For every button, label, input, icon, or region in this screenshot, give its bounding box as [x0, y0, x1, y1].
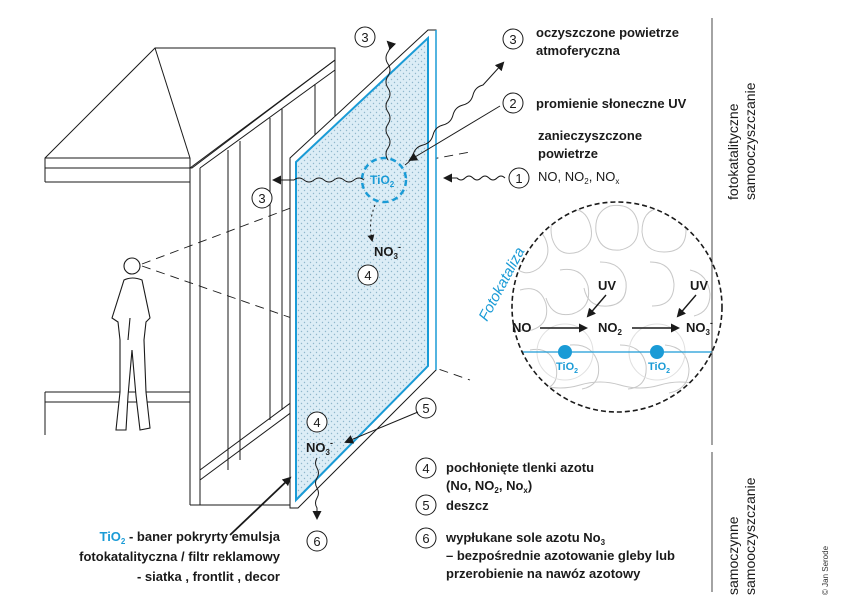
zoom-uv-right: UV [690, 278, 708, 293]
svg-text:5: 5 [422, 401, 429, 416]
callout-3-line1: oczyszczone powietrze [536, 25, 679, 40]
svg-text:4: 4 [313, 415, 320, 430]
banner-caption-line2: fotokatalityczna / filtr reklamowy [79, 549, 281, 564]
svg-text:2: 2 [509, 96, 516, 111]
svg-text:3: 3 [258, 191, 265, 206]
legend-4-line1: pochłonięte tlenki azotu [446, 460, 594, 475]
bottom-legend: pochłonięte tlenki azotu (No, NO2, Nox) … [445, 460, 675, 581]
no3-panel-label: NO3- [374, 242, 401, 261]
banner-caption-line3: - siatka , frontlit , decor [137, 569, 280, 584]
zoom-tio2-right: TiO2 [648, 361, 670, 375]
zoom-no3: NO3- [686, 318, 713, 337]
side-top-line1: fotokatalityczne [725, 103, 741, 200]
person-figure [111, 257, 151, 431]
svg-text:6: 6 [313, 534, 320, 549]
step-marker-labels: 3 3 2 1 3 4 5 4 6 4 5 6 [258, 30, 522, 549]
legend-4-line2: (No, NO2, Nox) [446, 478, 532, 495]
side-labels: fotokatalityczne samooczyszczanie samocz… [711, 18, 830, 595]
step-markers [251, 26, 530, 552]
banner-caption-line1: TiO2 - baner pokryrty emulsja [99, 529, 280, 546]
svg-text:4: 4 [364, 268, 371, 283]
flow-arrows [229, 40, 506, 536]
zoom-no: NO [512, 320, 532, 335]
legend-5: deszcz [446, 498, 489, 513]
callout-1-line2: powietrze [538, 146, 598, 161]
svg-text:1: 1 [515, 171, 522, 186]
svg-text:5: 5 [422, 498, 429, 513]
legend-6-line3: przerobienie na nawóz azotowy [446, 566, 641, 581]
callout-1-formula: NO, NO2, NOx [538, 169, 619, 186]
credit-text: © Jan Serode [821, 545, 830, 595]
svg-text:4: 4 [422, 461, 429, 476]
svg-text:3: 3 [509, 32, 516, 47]
banner-caption: TiO2 - baner pokryrty emulsja fotokatali… [79, 529, 281, 584]
callout-3-line2: atmoferyczna [536, 43, 621, 58]
zoom-tio2-left: TiO2 [556, 361, 578, 375]
tio2-particle-left [558, 345, 572, 359]
callout-2: promienie słoneczne UV [536, 96, 687, 111]
zoom-uv-left: UV [598, 278, 616, 293]
legend-6-line1: wypłukane sole azotu No3 [445, 530, 606, 547]
svg-text:3: 3 [361, 30, 368, 45]
side-top-line2: samooczyszczanie [742, 82, 758, 200]
svg-text:6: 6 [422, 531, 429, 546]
tio2-hotspot: TiO2 [360, 156, 408, 204]
zoom-detail: UV UV NO NO2 NO3- TiO2 TiO2 Fotokataliza [476, 201, 723, 413]
side-bottom-line1: samoczynne [725, 516, 741, 595]
callout-1-line1: zanieczyszczone [538, 128, 642, 143]
tio2-panel-label: TiO2 [370, 173, 395, 189]
no3-rain-label: NO3- [306, 438, 333, 457]
legend-6-line2: – bezpośrednie azotowanie gleby lub [446, 548, 675, 563]
side-bottom-line2: samooczyszczanie [742, 477, 758, 595]
zoom-no2: NO2 [598, 320, 623, 337]
top-callouts: oczyszczone powietrze atmoferyczna promi… [536, 25, 687, 186]
tio2-particle-right [650, 345, 664, 359]
